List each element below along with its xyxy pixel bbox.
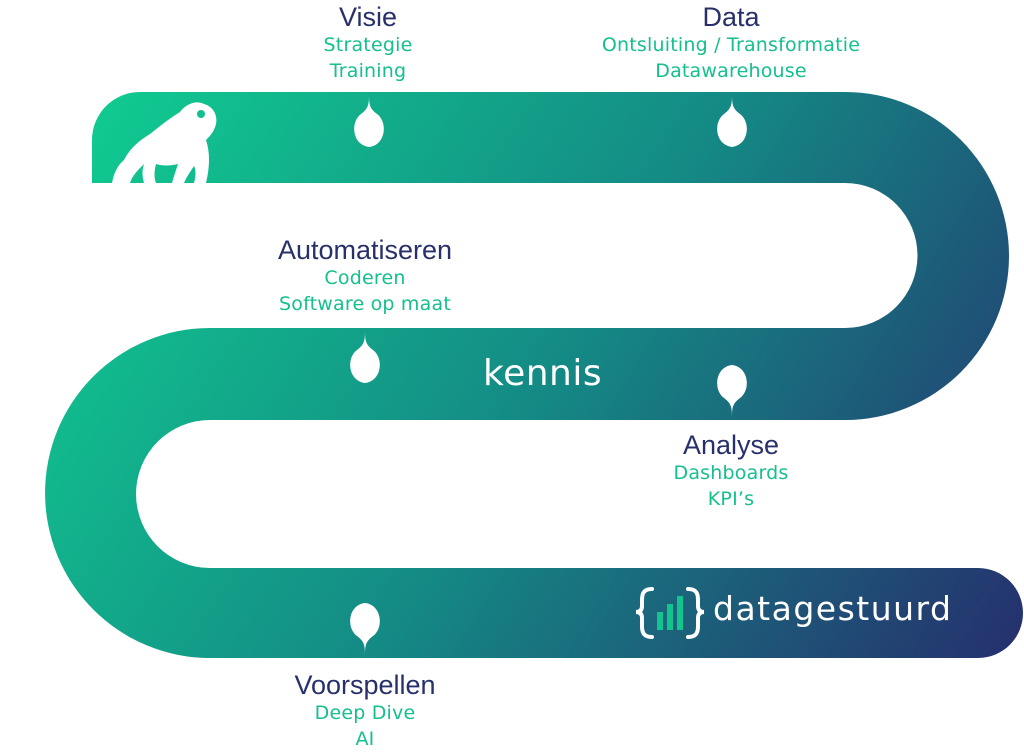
marker-analyse: [717, 365, 747, 420]
stage-analyse: Analyse Dashboards KPI’s: [581, 430, 881, 512]
stage-title: Visie: [338, 2, 398, 32]
stage-automatiseren: Automatiseren Coderen Software op maat: [215, 235, 515, 317]
stage-item: Dashboards: [673, 462, 789, 484]
bracket-bars-logo: [635, 587, 705, 639]
marker-voorspellen: [350, 603, 380, 658]
marker-visie: [354, 92, 384, 147]
stage-item: Datawarehouse: [655, 60, 807, 82]
road-label: kennis: [483, 353, 603, 394]
stage-item: KPI’s: [707, 488, 755, 510]
stage-title: Voorspellen: [294, 670, 436, 700]
marker-data: [717, 92, 747, 147]
stage-title: Automatiseren: [277, 235, 453, 265]
stage-visie: Visie Strategie Training: [218, 2, 518, 84]
stage-item: Coderen: [324, 267, 406, 289]
marker-automatiseren: [350, 328, 380, 383]
stage-item: Training: [329, 60, 407, 82]
stage-voorspellen: Voorspellen Deep Dive AI: [215, 670, 515, 752]
stage-item: Software op maat: [279, 293, 451, 315]
stage-item: Ontsluiting / Transformatie: [601, 34, 861, 56]
stage-item: Deep Dive: [314, 702, 416, 724]
stage-item: AI: [355, 728, 375, 750]
road-main: [45, 92, 1024, 658]
stage-item: Strategie: [323, 34, 413, 56]
stage-title: Data: [702, 2, 760, 32]
gorilla-silhouette-icon: [112, 102, 217, 183]
stage-title: Analyse: [682, 430, 780, 460]
brand-name: datagestuurd: [713, 589, 953, 628]
stage-data: Data Ontsluiting / Transformatie Datawar…: [551, 2, 911, 84]
